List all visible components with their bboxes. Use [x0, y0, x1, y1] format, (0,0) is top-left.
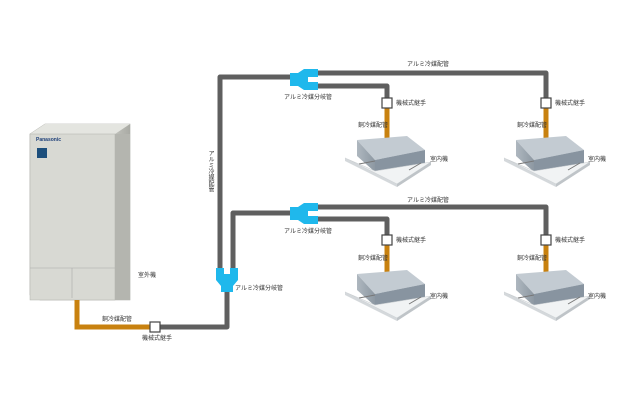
- label-joint-4: 機械式継手: [555, 237, 586, 244]
- indoor-units: [344, 136, 591, 321]
- outdoor-unit-badge-icon: [37, 148, 47, 158]
- branch-upper-icon: [290, 69, 318, 90]
- label-indoor-1: 室内機: [430, 156, 449, 163]
- indoor-unit-4: [503, 270, 591, 321]
- branch-lower-icon: [290, 203, 318, 224]
- label-copper-4: 銅冷媒配管: [517, 255, 548, 262]
- label-copper-2: 銅冷媒配管: [517, 122, 548, 129]
- label-indoor-2: 室内機: [588, 156, 607, 163]
- indoor-unit-3: [344, 270, 432, 321]
- label-joint-3: 機械式継手: [396, 237, 427, 244]
- label-alu-pipe-top: アルミ冷媒配管: [407, 61, 449, 68]
- label-copper-outdoor: 銅冷媒配管: [102, 316, 133, 323]
- label-copper-3: 銅冷媒配管: [358, 255, 389, 262]
- mechanical-joints: [149, 97, 552, 333]
- label-alu-pipe-mid: アルミ冷媒配管: [407, 197, 449, 204]
- indoor-unit-1: [344, 136, 432, 187]
- label-copper-1: 銅冷媒配管: [358, 122, 389, 129]
- label-branch-mid: アルミ冷媒分岐管: [284, 228, 332, 235]
- branch-joints: [216, 69, 318, 292]
- label-branch-top: アルミ冷媒分岐管: [284, 94, 332, 101]
- outdoor-unit: Panasonic: [29, 123, 131, 301]
- panasonic-logo: Panasonic: [36, 137, 61, 143]
- copper-pipes-indoor: [384, 108, 549, 272]
- label-branch-main: アルミ冷媒分岐管: [235, 285, 283, 292]
- aluminum-pipes: [160, 70, 549, 330]
- label-indoor-3: 室内機: [430, 293, 449, 300]
- label-joint-2: 機械式継手: [555, 100, 586, 107]
- copper-pipe-outdoor: [74, 300, 150, 330]
- label-indoor-4: 室内機: [588, 293, 607, 300]
- label-joint-outdoor: 機械式継手: [142, 335, 173, 342]
- label-joint-1: 機械式継手: [396, 100, 427, 107]
- label-alu-pipe-vertical: アルミ冷媒配管: [207, 150, 214, 192]
- branch-vertical-icon: [216, 268, 238, 292]
- label-outdoor: 室外機: [138, 272, 157, 279]
- indoor-unit-2: [503, 136, 591, 187]
